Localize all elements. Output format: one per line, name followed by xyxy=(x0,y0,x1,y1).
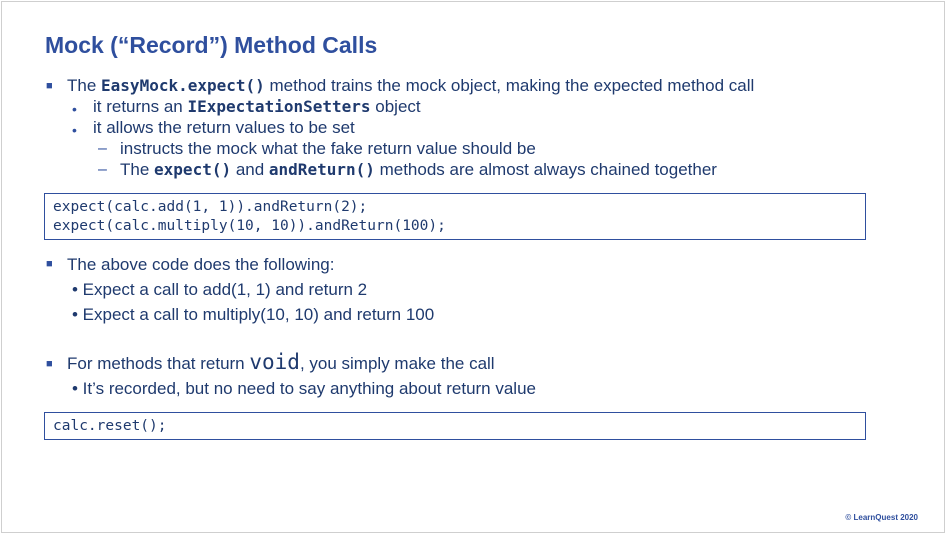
code-line: expect(calc.add(1, 1)).andReturn(2); xyxy=(53,199,368,215)
inline-code-iexpectationsetters: IExpectationSetters xyxy=(187,97,371,116)
dash-bullet-icon: – xyxy=(98,140,107,157)
dash-text-pre: The xyxy=(120,160,155,179)
sub-bullet-expect-add: • Expect a call to add(1, 1) and return … xyxy=(72,280,368,299)
dot-bullet-icon: • xyxy=(72,122,77,138)
dash-bullet-chained: The expect() and andReturn() methods are… xyxy=(120,160,717,180)
slide-title: Mock (“Record”) Method Calls xyxy=(45,32,378,58)
sub-bullet-returns: it returns an IExpectationSetters object xyxy=(93,97,421,117)
square-bullet-icon: ■ xyxy=(46,258,53,270)
dash-text-post: methods are almost always chained togeth… xyxy=(374,160,717,179)
square-bullet-icon: ■ xyxy=(46,358,53,370)
inline-code-expect: expect() xyxy=(154,160,232,179)
inline-code-void: void xyxy=(249,350,300,374)
bullet-above-code: The above code does the following: xyxy=(67,255,335,274)
sub-bullet-text-post: object xyxy=(370,97,421,116)
inline-code-easymock-expect: EasyMock.expect() xyxy=(101,76,265,95)
copyright-notice: © LearnQuest 2020 xyxy=(845,513,918,522)
void-text-pre: For methods that return xyxy=(67,354,250,373)
sub-bullet-recorded: • It’s recorded, but no need to say anyt… xyxy=(72,379,536,398)
dash-bullet-instructs: instructs the mock what the fake return … xyxy=(120,139,536,158)
dot-bullet-icon: • xyxy=(72,101,77,117)
void-text-post: , you simply make the call xyxy=(299,354,495,373)
square-bullet-icon: ■ xyxy=(46,80,53,92)
code-line: calc.reset(); xyxy=(53,418,167,434)
sub-bullet-allows: it allows the return values to be set xyxy=(93,118,355,137)
dash-text-mid: and xyxy=(231,160,269,179)
inline-code-andreturn: andReturn() xyxy=(268,160,375,179)
code-block-reset: calc.reset(); xyxy=(44,412,866,440)
sub-bullet-expect-multiply: • Expect a call to multiply(10, 10) and … xyxy=(72,305,435,324)
dash-bullet-icon: – xyxy=(98,161,107,178)
code-block-expectations: expect(calc.add(1, 1)).andReturn(2); exp… xyxy=(44,193,866,240)
bullet-text-post: method trains the mock object, making th… xyxy=(264,76,755,95)
code-line: expect(calc.multiply(10, 10)).andReturn(… xyxy=(53,218,446,234)
bullet-void-methods: For methods that return void, you simply… xyxy=(67,352,495,374)
bullet-easymock-expect: The EasyMock.expect() method trains the … xyxy=(67,76,754,96)
sub-bullet-text-pre: it returns an xyxy=(93,97,188,116)
bullet-text-pre: The xyxy=(67,76,102,95)
